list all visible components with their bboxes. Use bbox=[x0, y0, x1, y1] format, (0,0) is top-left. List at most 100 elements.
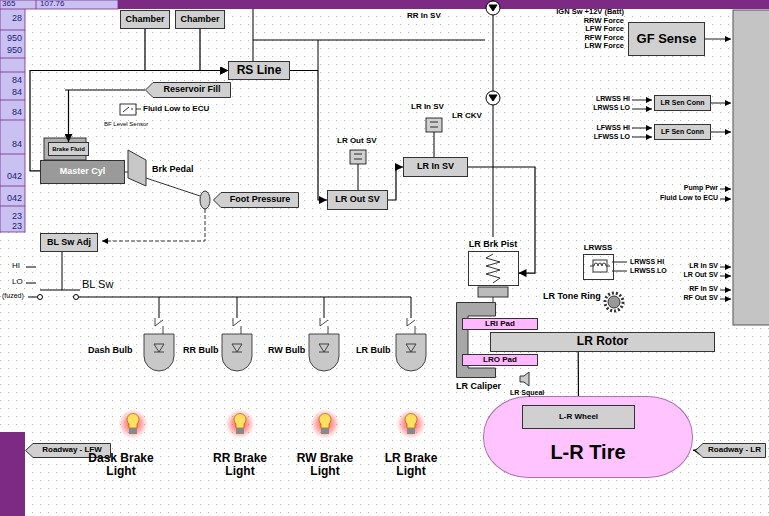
solenoid-valve bbox=[350, 150, 366, 164]
tire-shape: L-R WheelL-R Tire bbox=[483, 396, 693, 478]
canvas-ground bbox=[0, 232, 25, 432]
flow-connector bbox=[200, 29, 228, 71]
brake-piston: LR Brk Pist bbox=[468, 240, 519, 286]
signal-label: LRWSS LO bbox=[593, 104, 630, 112]
table-value: 84 bbox=[12, 76, 22, 86]
signal-label: LRWSS HI bbox=[596, 95, 630, 103]
wheel-speed-sensor: LRWSS bbox=[583, 244, 614, 280]
signal-label: RR In SV bbox=[407, 12, 441, 21]
brake-lamp-icon bbox=[118, 409, 426, 439]
chamber-box: Chamber bbox=[120, 10, 170, 29]
table-value: 042 bbox=[7, 172, 22, 182]
node-label: LR In SV bbox=[417, 162, 454, 172]
brake-lamp-icon bbox=[310, 409, 340, 439]
brake-pad: LRI Pad bbox=[462, 318, 538, 330]
piston-plate bbox=[478, 287, 508, 297]
table-value: 84 bbox=[12, 108, 22, 118]
node-label: Foot Pressure bbox=[230, 195, 291, 205]
signal-label: LR CKV bbox=[452, 112, 482, 121]
check-valve bbox=[486, 1, 500, 105]
bulb-symbol bbox=[155, 318, 163, 334]
tone-ring bbox=[605, 293, 623, 311]
wheel-speed-sensor-coil bbox=[590, 260, 610, 272]
solenoid-valve bbox=[426, 118, 442, 132]
signal-wires bbox=[632, 128, 652, 129]
flow-connector bbox=[145, 29, 228, 71]
bulb-symbol bbox=[232, 344, 242, 352]
bulb-symbol bbox=[320, 318, 328, 334]
check-valve bbox=[486, 1, 500, 15]
node-label: LF Sen Conn bbox=[661, 128, 704, 136]
brake-light-switch bbox=[26, 252, 411, 318]
check-valve bbox=[486, 91, 500, 105]
level-sensor-symbol bbox=[123, 107, 141, 112]
signal-label: BL Sw bbox=[82, 278, 113, 290]
table-value: 28 bbox=[12, 14, 22, 24]
solenoid-valve bbox=[430, 122, 438, 127]
flow-connector bbox=[693, 450, 695, 452]
ecu-panel bbox=[733, 10, 769, 325]
node-label: Brake Fluid bbox=[52, 146, 85, 153]
signal-wires bbox=[720, 199, 731, 200]
bulb-symbol bbox=[406, 344, 416, 352]
brake-lamp-icon bbox=[225, 409, 255, 439]
bulb-symbol bbox=[396, 334, 426, 371]
signal-label: LR Tone Ring bbox=[543, 292, 601, 302]
signal-label: HI bbox=[12, 262, 20, 271]
value-table bbox=[0, 0, 36, 206]
value-table bbox=[0, 0, 118, 9]
tone-ring bbox=[608, 296, 620, 308]
signal-label: RF Out SV bbox=[683, 294, 718, 302]
check-valve bbox=[489, 95, 497, 101]
signal-label: (fuzed) bbox=[2, 292, 24, 300]
signal-wires bbox=[711, 103, 731, 104]
brake-pedal bbox=[102, 209, 205, 241]
signal-wires bbox=[612, 262, 627, 271]
valve-block: LR In SV bbox=[403, 157, 468, 177]
node-label: LR Caliper bbox=[456, 382, 501, 392]
signal-label: LR Out SV bbox=[337, 137, 377, 146]
node-label: Master Cyl bbox=[60, 167, 106, 177]
signal-wires bbox=[632, 137, 652, 138]
brake-rotor: LR Rotor bbox=[490, 332, 715, 352]
signal-wires bbox=[720, 267, 731, 268]
brake-lamp-icon bbox=[118, 409, 148, 439]
node-label: Reservoir Fill bbox=[163, 85, 220, 95]
signal-label: RW Bulb bbox=[268, 346, 305, 356]
bulb-symbol bbox=[233, 318, 241, 334]
signal-label: LRWSS LO bbox=[630, 267, 667, 275]
level-sensor-symbol bbox=[120, 104, 136, 115]
signal-label: RW Brake Light bbox=[285, 452, 365, 478]
part-outline bbox=[468, 251, 519, 286]
signal-wires bbox=[720, 299, 731, 300]
canvas-ground bbox=[25, 9, 769, 516]
piston-spring bbox=[486, 254, 500, 283]
piston-plate bbox=[493, 297, 494, 302]
fluid-box: Brake Fluid bbox=[48, 142, 89, 156]
hydraulic-lines bbox=[493, 0, 494, 237]
value-table bbox=[0, 0, 118, 232]
table-value: 950 bbox=[7, 34, 22, 44]
signal-wires bbox=[705, 39, 731, 40]
line-block: RS Line bbox=[228, 61, 290, 80]
signal-label: LR Squeal bbox=[510, 389, 544, 397]
brake-light-switch bbox=[74, 295, 79, 300]
brake-lamp-icon bbox=[396, 409, 426, 439]
canvas-ground bbox=[25, 9, 769, 516]
sensor-block: GF Sense bbox=[628, 22, 705, 56]
node-label: RS Line bbox=[237, 64, 282, 77]
chamber-box: Chamber bbox=[175, 10, 225, 29]
signal-label: Dash Bulb bbox=[88, 346, 133, 356]
table-value: 107.76 bbox=[40, 0, 64, 9]
signal-label: LFW Force bbox=[585, 25, 624, 33]
table-value: 84 bbox=[12, 140, 22, 150]
signal-label: LR Brake Light bbox=[371, 452, 451, 478]
wheel-speed-sensor-coil bbox=[593, 260, 607, 272]
brake-pedal bbox=[128, 150, 146, 186]
table-value: 23 bbox=[12, 222, 22, 232]
canvas-ground bbox=[0, 232, 25, 432]
node-label: LRI Pad bbox=[485, 320, 515, 329]
signal-wires bbox=[711, 132, 731, 133]
flow-connector bbox=[290, 71, 327, 201]
table-value: 365 bbox=[2, 0, 15, 9]
